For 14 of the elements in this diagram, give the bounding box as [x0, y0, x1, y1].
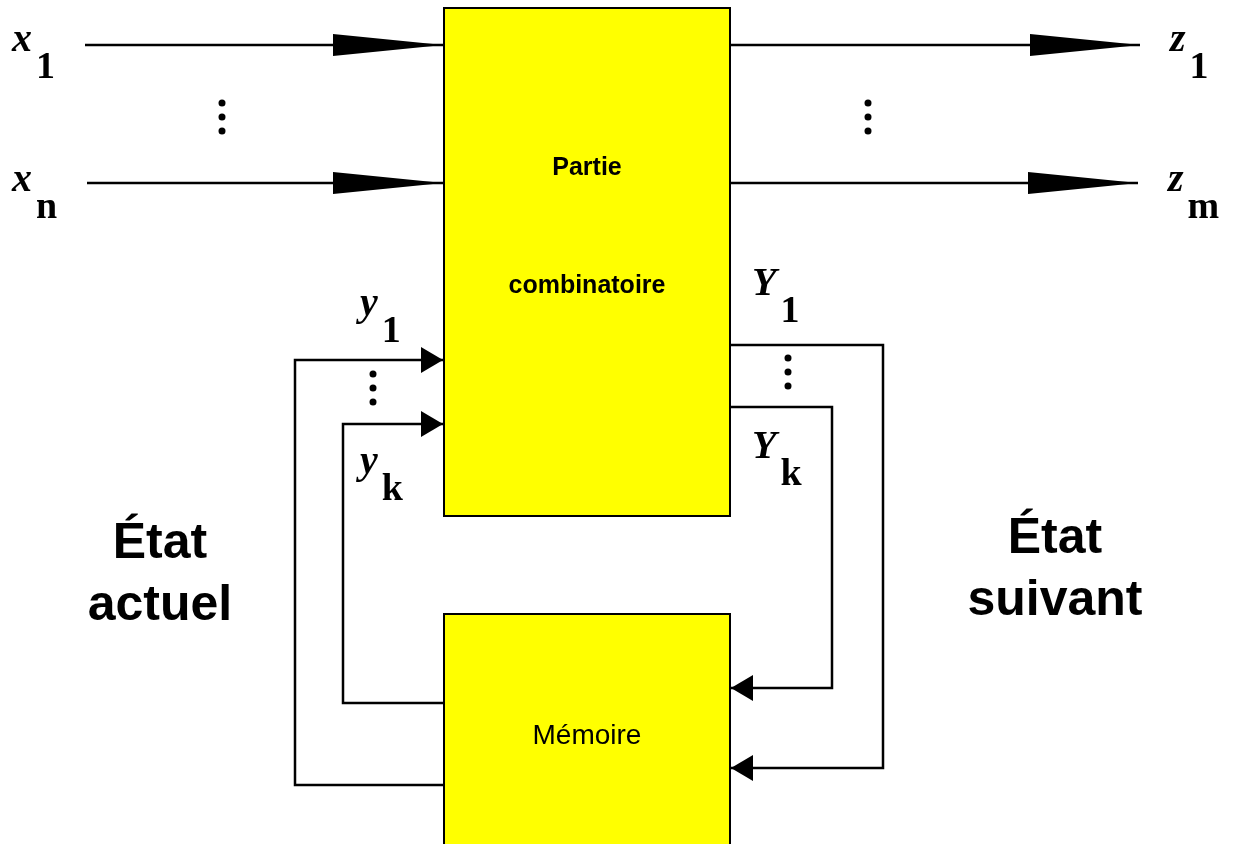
process-box [443, 613, 731, 844]
arrow [293, 347, 443, 787]
state-label: État actuel [86, 512, 234, 633]
arrow [731, 34, 1140, 56]
box-label: Mémoire [531, 718, 643, 752]
state-label: État suivant [966, 507, 1144, 628]
arrow [731, 172, 1138, 194]
arrow [731, 405, 834, 701]
arrow [85, 34, 443, 56]
process-box [443, 7, 731, 517]
box-label: Partie combinatoire [507, 151, 667, 300]
arrow [87, 172, 443, 194]
arrow [341, 411, 443, 705]
arrow [731, 343, 885, 781]
